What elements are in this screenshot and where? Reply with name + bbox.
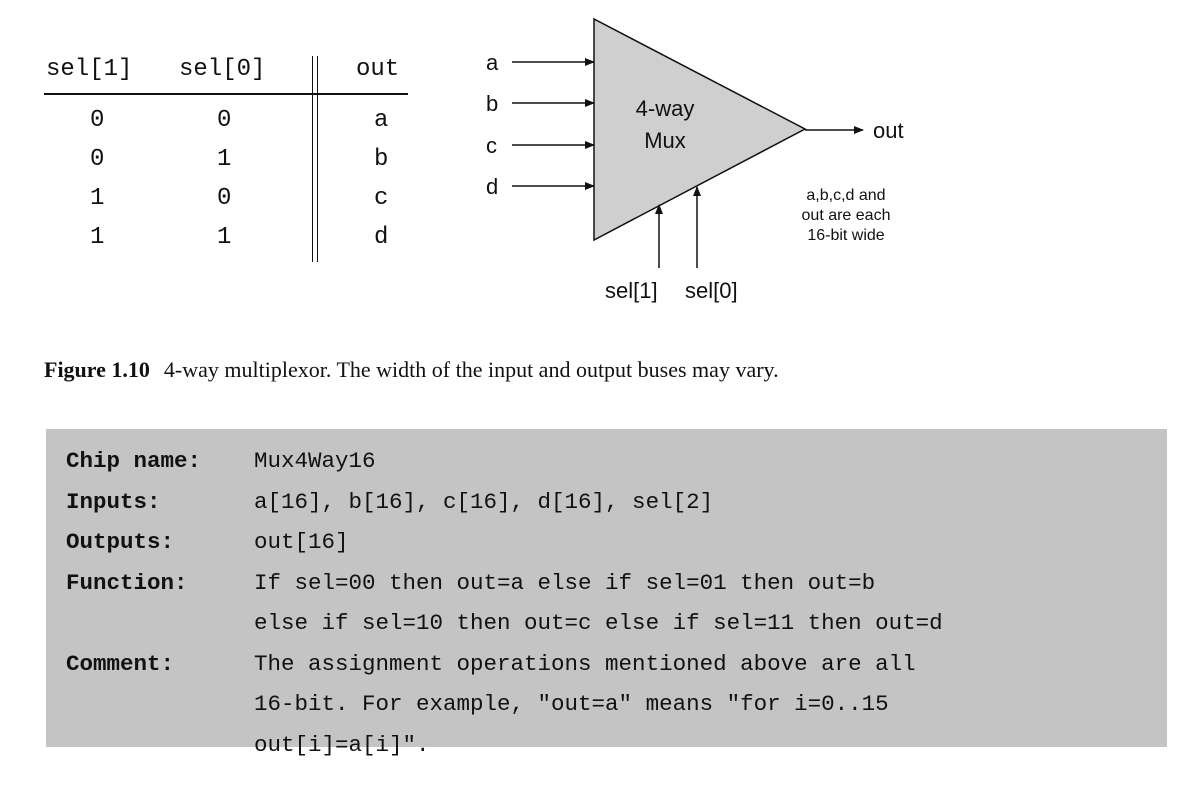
cell-out: d <box>374 224 389 251</box>
input-label-a: a <box>486 50 499 75</box>
sel0-label: sel[0] <box>685 278 738 303</box>
figure-caption: Figure 1.10 4-way multiplexor. The width … <box>44 357 779 383</box>
input-label-c: c <box>486 133 497 158</box>
api-value: out[16] <box>254 529 349 555</box>
cell-sel1: 1 <box>90 224 105 251</box>
cell-out: b <box>374 146 389 173</box>
api-row-comment: Comment: The assignment operations menti… <box>66 644 1167 685</box>
chip-api-box: Chip name: Mux4Way16 Inputs: a[16], b[16… <box>46 429 1167 758</box>
api-key: Inputs: <box>66 488 161 515</box>
cell-out: c <box>374 185 389 212</box>
header-rule <box>44 93 408 95</box>
api-row-function-cont: else if sel=10 then out=c else if sel=11… <box>66 603 1167 644</box>
double-rule-left <box>312 56 313 262</box>
width-note-line: 16-bit wide <box>807 227 885 244</box>
double-rule-right <box>317 56 318 262</box>
api-value: out[i]=a[i]". <box>254 731 430 758</box>
cell-sel1: 1 <box>90 185 105 212</box>
cell-sel1: 0 <box>90 146 105 173</box>
api-value: The assignment operations mentioned abov… <box>254 650 916 677</box>
cell-sel0: 0 <box>217 185 232 212</box>
api-value: If sel=00 then out=a else if sel=01 then… <box>254 569 876 596</box>
api-row-comment-cont: out[i]=a[i]". <box>66 725 1167 766</box>
sel1-label: sel[1] <box>605 278 658 303</box>
api-row-function: Function: If sel=00 then out=a else if s… <box>66 563 1167 604</box>
header-out: out <box>356 56 400 83</box>
api-row-chip-name: Chip name: Mux4Way16 <box>66 441 1167 482</box>
mux-title-line1: 4-way <box>635 96 695 121</box>
table-row: 0 1 b <box>44 146 414 185</box>
api-key: Comment: <box>66 650 175 677</box>
header-sel1: sel[1] <box>46 56 133 83</box>
mux-diagram: a b c d 4-way Mux out sel[1] sel[0] a,b,… <box>440 0 940 320</box>
api-value: 16-bit. For example, "out=a" means "for … <box>254 691 889 717</box>
api-key: Function: <box>66 569 188 596</box>
cell-sel0: 1 <box>217 146 232 173</box>
api-value: a[16], b[16], c[16], d[16], sel[2] <box>254 488 714 515</box>
api-key: Chip name: <box>66 448 202 474</box>
header-sel0: sel[0] <box>179 56 266 83</box>
figure-label: Figure 1.10 <box>44 357 150 382</box>
api-value: else if sel=10 then out=c else if sel=11… <box>254 610 943 636</box>
mux-diagram-svg <box>512 17 864 268</box>
api-row-inputs: Inputs: a[16], b[16], c[16], d[16], sel[… <box>66 482 1167 523</box>
input-label-d: d <box>486 174 499 199</box>
api-key: Outputs: <box>66 529 175 555</box>
width-note-line: out are each <box>801 207 891 224</box>
cell-out: a <box>374 107 389 134</box>
output-label: out <box>873 118 904 143</box>
width-note-line: a,b,c,d and <box>806 187 886 204</box>
table-row: 1 1 d <box>44 224 414 263</box>
mux-block-shape <box>593 17 807 242</box>
table-row: 0 0 a <box>44 107 414 146</box>
api-row-comment-cont: 16-bit. For example, "out=a" means "for … <box>66 684 1167 725</box>
width-note: a,b,c,d and out are each 16-bit wide <box>766 186 926 246</box>
table-row: 1 0 c <box>44 185 414 224</box>
mux-title-line2: Mux <box>644 128 686 153</box>
cell-sel0: 0 <box>217 107 232 134</box>
api-value: Mux4Way16 <box>254 448 376 474</box>
figure-caption-text: 4-way multiplexor. The width of the inpu… <box>163 357 779 382</box>
api-row-outputs: Outputs: out[16] <box>66 522 1167 563</box>
input-label-b: b <box>486 91 499 116</box>
cell-sel1: 0 <box>90 107 105 134</box>
cell-sel0: 1 <box>217 224 232 251</box>
